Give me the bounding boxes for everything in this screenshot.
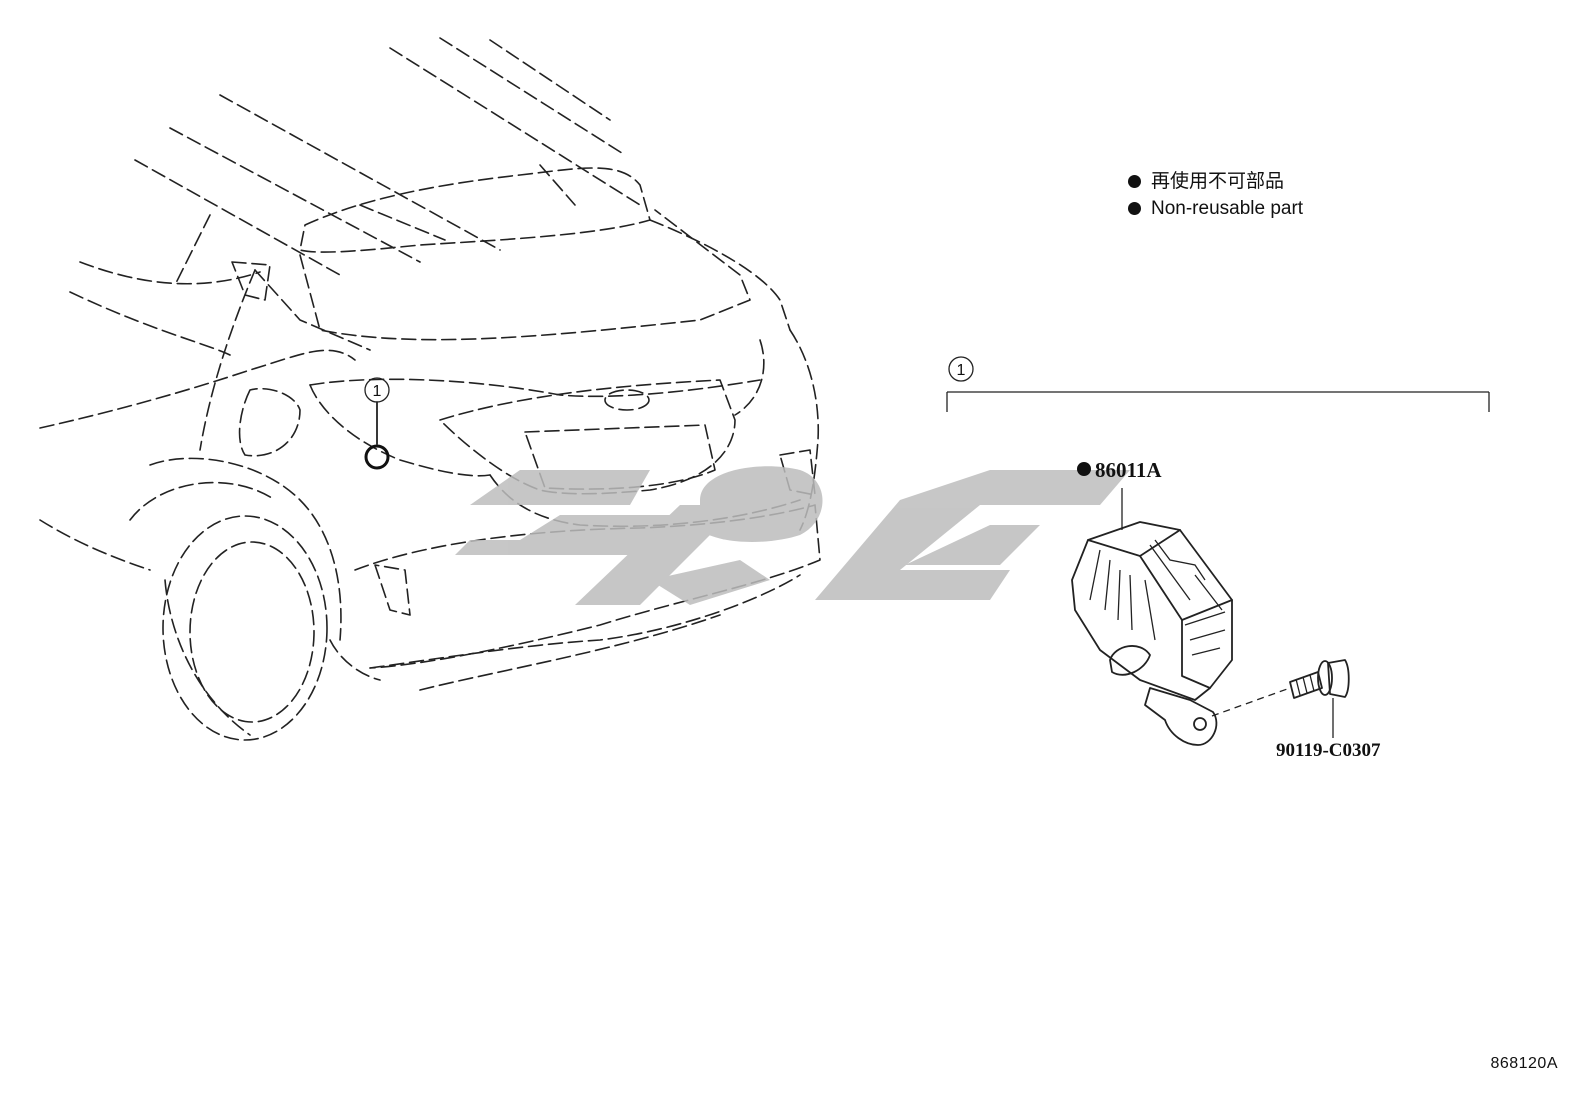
bolt-part-number: 90119-C0307 <box>1276 740 1381 761</box>
vehicle-callout: 1 <box>364 377 390 470</box>
legend-item-en: Non-reusable part <box>1128 195 1303 222</box>
filled-dot-icon <box>1128 175 1141 188</box>
watermark-logo <box>455 466 1130 605</box>
vehicle-rear-view <box>39 37 821 741</box>
module-86011a: 86011A <box>1071 458 1233 746</box>
legend-text-en: Non-reusable part <box>1151 198 1304 219</box>
filled-dot-icon <box>1128 202 1141 215</box>
assembly-bracket: 1 <box>946 356 1490 412</box>
legend-item-jp: 再使用不可部品 <box>1128 168 1303 195</box>
vehicle-callout-number: 1 <box>373 383 382 400</box>
bolt-90119-c0307: 90119-C0307 <box>1211 659 1381 761</box>
legend-text-jp: 再使用不可部品 <box>1151 171 1285 192</box>
diagram-code: 868120A <box>1490 1055 1558 1072</box>
module-part-number: 86011A <box>1095 458 1162 482</box>
non-reusable-dot-icon <box>1077 462 1091 476</box>
assembly-callout-number: 1 <box>957 362 966 379</box>
location-marker-icon <box>364 444 390 470</box>
legend: 再使用不可部品 Non-reusable part <box>1128 168 1303 222</box>
